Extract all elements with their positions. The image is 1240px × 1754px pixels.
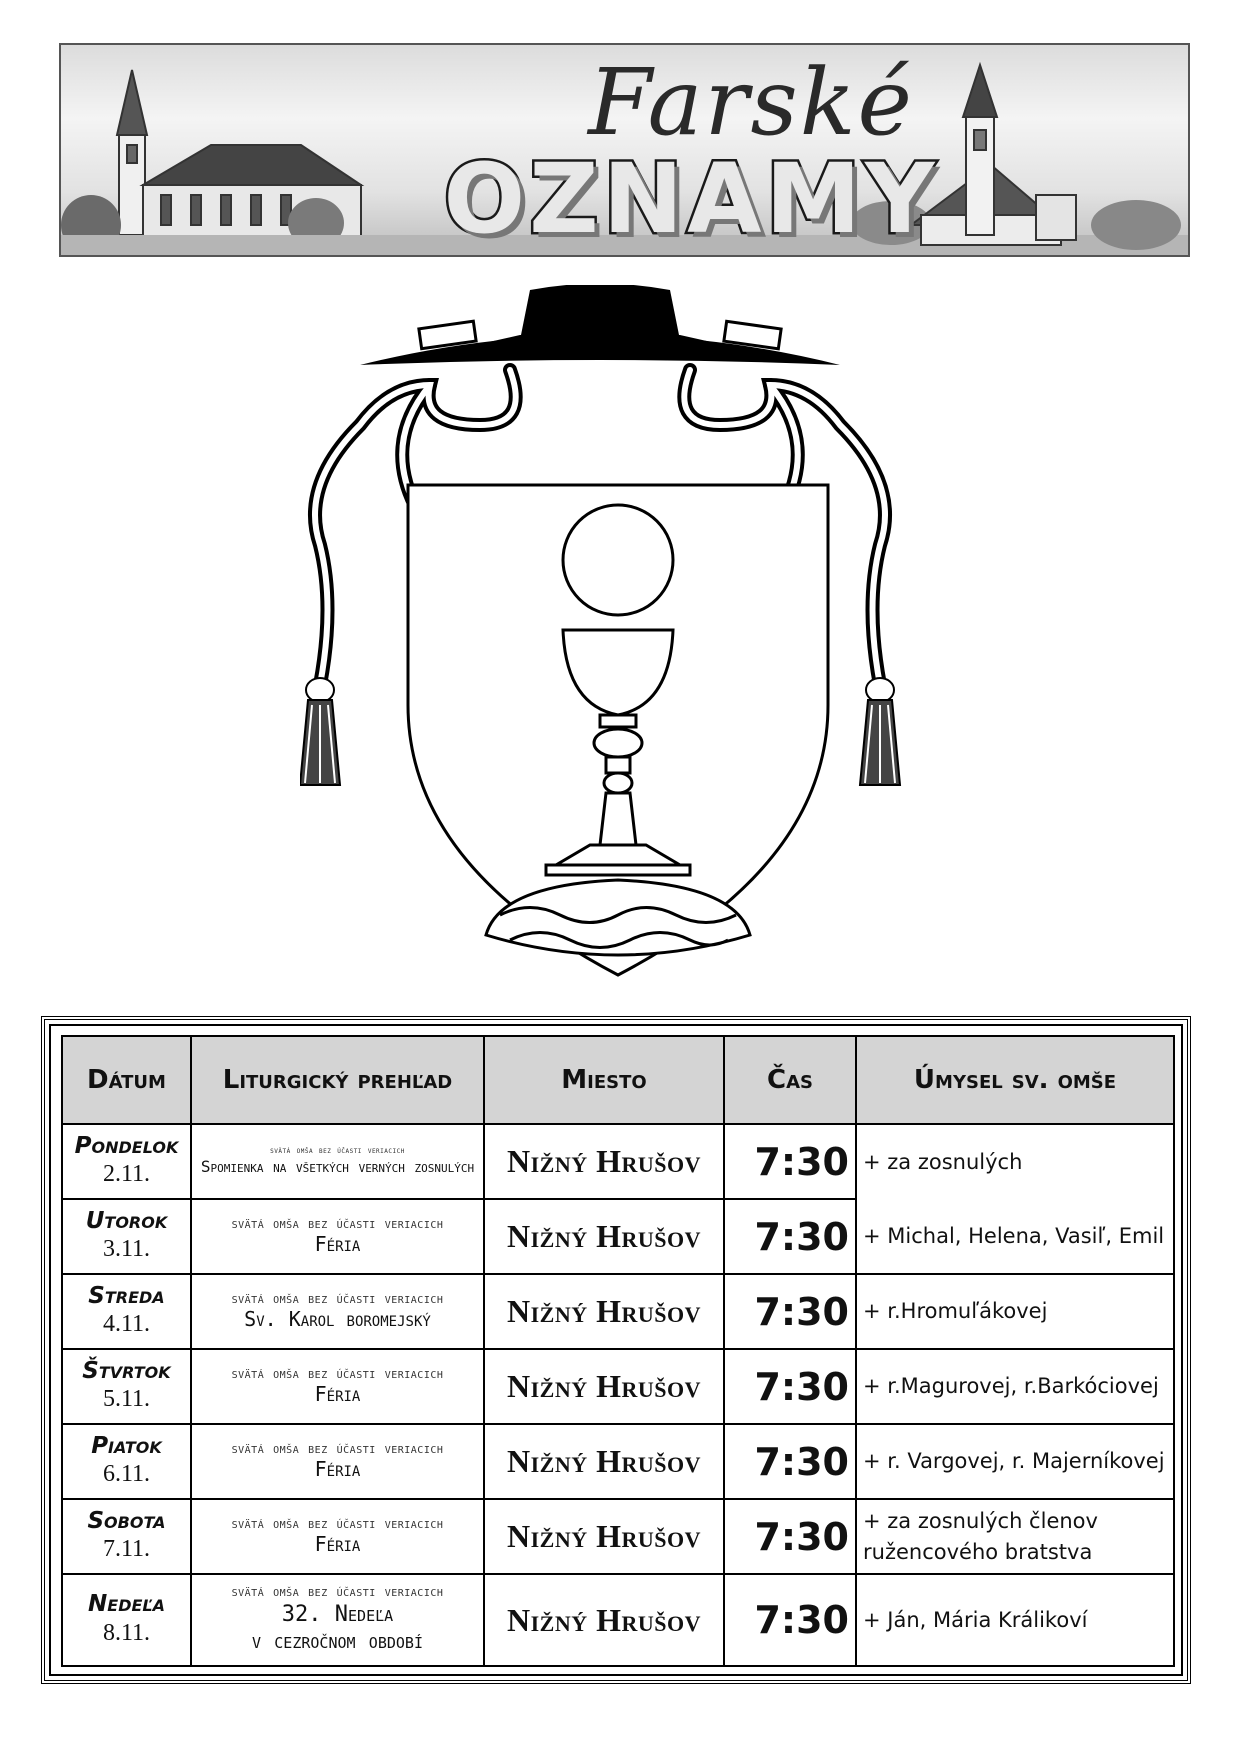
- day-date: 7.11.: [102, 1536, 151, 1563]
- tassel-left-icon: [300, 677, 342, 786]
- time-cell: 7:30: [723, 1198, 857, 1275]
- liturgy-title: Féria: [314, 1457, 361, 1482]
- header-date: Dátum: [61, 1035, 192, 1125]
- header-banner: Farské OZNAMY: [59, 43, 1190, 257]
- place-cell: Nižný Hrušov: [483, 1273, 725, 1350]
- place-cell: Nižný Hrušov: [483, 1348, 725, 1425]
- table-header-row: Dátum Liturgický prehľad Miesto Čas Úmys…: [61, 1035, 1175, 1125]
- header-intention: Úmysel sv. omše: [855, 1035, 1175, 1125]
- time-cell: 7:30: [723, 1423, 857, 1500]
- intention-cell: + za zosnulých: [855, 1123, 1175, 1199]
- banner-title-main: OZNAMY: [441, 143, 939, 255]
- table-row: Piatok 6.11. svätá omša bez účasti veria…: [61, 1423, 1175, 1500]
- intention-cell: + r. Vargovej, r. Majerníkovej: [855, 1423, 1175, 1500]
- table-row: Nedeľa 8.11. svätá omša bez účasti veria…: [61, 1573, 1175, 1667]
- liturgy-title: Féria: [314, 1532, 361, 1557]
- place-cell: Nižný Hrušov: [483, 1123, 725, 1200]
- liturgy-cell: svätá omša bez účasti veriacich 32. Nede…: [190, 1573, 485, 1667]
- galero-hat-icon: [360, 285, 840, 365]
- mass-schedule-table: Dátum Liturgický prehľad Miesto Čas Úmys…: [61, 1035, 1175, 1667]
- liturgy-note: svätá omša bez účasti veriacich: [231, 1440, 444, 1457]
- liturgy-note: svätá omša bez účasti veriacich: [270, 1146, 405, 1157]
- right-church-image: [61, 61, 1188, 255]
- day-date: 6.11.: [102, 1461, 151, 1488]
- day-name: Sobota: [87, 1507, 166, 1534]
- day-date: 2.11.: [102, 1161, 151, 1188]
- day-name: Streda: [88, 1282, 165, 1309]
- liturgy-title: Féria: [314, 1232, 361, 1257]
- day-cell: Pondelok 2.11.: [61, 1123, 192, 1200]
- liturgy-title: 32. Nedeľa v cezročnom období: [252, 1601, 423, 1655]
- day-cell: Nedeľa 8.11.: [61, 1573, 192, 1667]
- banner-title-top: Farské: [588, 49, 914, 156]
- liturgy-note: svätá omša bez účasti veriacich: [231, 1290, 444, 1307]
- intention-cell: + Michal, Helena, Vasiľ, Emil: [855, 1199, 1175, 1275]
- header-liturgy: Liturgický prehľad: [190, 1035, 485, 1125]
- liturgy-note: svätá omša bez účasti veriacich: [231, 1215, 444, 1232]
- schedule-frame: Dátum Liturgický prehľad Miesto Čas Úmys…: [41, 1016, 1191, 1684]
- time-cell: 7:30: [723, 1573, 857, 1667]
- liturgy-note: svätá omša bez účasti veriacich: [231, 1515, 444, 1532]
- time-cell: 7:30: [723, 1273, 857, 1350]
- chalice-icon: [544, 628, 692, 877]
- day-name: Pondelok: [74, 1132, 179, 1159]
- liturgy-title: Sv. Karol boromejský: [244, 1307, 431, 1332]
- intention-cell: + r.Hromuľákovej: [855, 1273, 1175, 1350]
- day-date: 3.11.: [102, 1236, 151, 1263]
- liturgy-cell: svätá omša bez účasti veriacich Féria: [190, 1498, 485, 1575]
- table-row: Pondelok 2.11. svätá omša bez účasti ver…: [61, 1123, 1175, 1200]
- place-cell: Nižný Hrušov: [483, 1198, 725, 1275]
- liturgy-title: Féria: [314, 1382, 361, 1407]
- host-icon: [561, 503, 675, 617]
- day-cell: Štvrtok 5.11.: [61, 1348, 192, 1425]
- day-date: 4.11.: [102, 1311, 151, 1338]
- church-illustrations: [61, 61, 1188, 255]
- tassel-right-icon: [858, 677, 902, 786]
- left-church-image: [61, 69, 365, 255]
- day-name: Štvrtok: [82, 1357, 171, 1384]
- time-cell: 7:30: [723, 1348, 857, 1425]
- intention-cell: + r.Magurovej, r.Barkóciovej: [855, 1348, 1175, 1425]
- header-place: Miesto: [483, 1035, 725, 1125]
- place-cell: Nižný Hrušov: [483, 1498, 725, 1575]
- liturgy-cell: svätá omša bez účasti veriacich Féria: [190, 1198, 485, 1275]
- place-cell: Nižný Hrušov: [483, 1573, 725, 1667]
- table-row: Streda 4.11. svätá omša bez účasti veria…: [61, 1273, 1175, 1350]
- intention-cell: + za zosnulých členov ružencového bratst…: [855, 1498, 1175, 1575]
- liturgy-note: svätá omša bez účasti veriacich: [231, 1365, 444, 1382]
- intention-cell: + Ján, Mária Králikoví: [855, 1573, 1175, 1667]
- day-cell: Sobota 7.11.: [61, 1498, 192, 1575]
- time-cell: 7:30: [723, 1123, 857, 1200]
- day-name: Piatok: [91, 1432, 162, 1459]
- day-date: 5.11.: [102, 1386, 151, 1413]
- day-date: 8.11.: [102, 1619, 151, 1646]
- liturgy-cell: svätá omša bez účasti veriacich Féria: [190, 1423, 485, 1500]
- header-time: Čas: [723, 1035, 857, 1125]
- liturgy-cell: svätá omša bez účasti veriacich Féria: [190, 1348, 485, 1425]
- day-name: Utorok: [85, 1207, 168, 1234]
- liturgy-cell: svätá omša bez účasti veriacich Sv. Karo…: [190, 1273, 485, 1350]
- time-cell: 7:30: [723, 1498, 857, 1575]
- liturgy-note: svätá omša bez účasti veriacich: [231, 1584, 444, 1601]
- day-cell: Utorok 3.11.: [61, 1198, 192, 1275]
- place-cell: Nižný Hrušov: [483, 1423, 725, 1500]
- table-row: Sobota 7.11. svätá omša bez účasti veria…: [61, 1498, 1175, 1575]
- table-row: Štvrtok 5.11. svätá omša bez účasti veri…: [61, 1348, 1175, 1425]
- table-row: Utorok 3.11. svätá omša bez účasti veria…: [61, 1198, 1175, 1275]
- liturgy-cell: svätá omša bez účasti veriacich Spomienk…: [190, 1123, 485, 1200]
- hill-icon: [484, 878, 752, 957]
- coat-of-arms: [300, 285, 902, 977]
- liturgy-title: Spomienka na všetkých verných zosnulých: [200, 1156, 475, 1176]
- day-cell: Streda 4.11.: [61, 1273, 192, 1350]
- day-name: Nedeľa: [88, 1591, 165, 1618]
- day-cell: Piatok 6.11.: [61, 1423, 192, 1500]
